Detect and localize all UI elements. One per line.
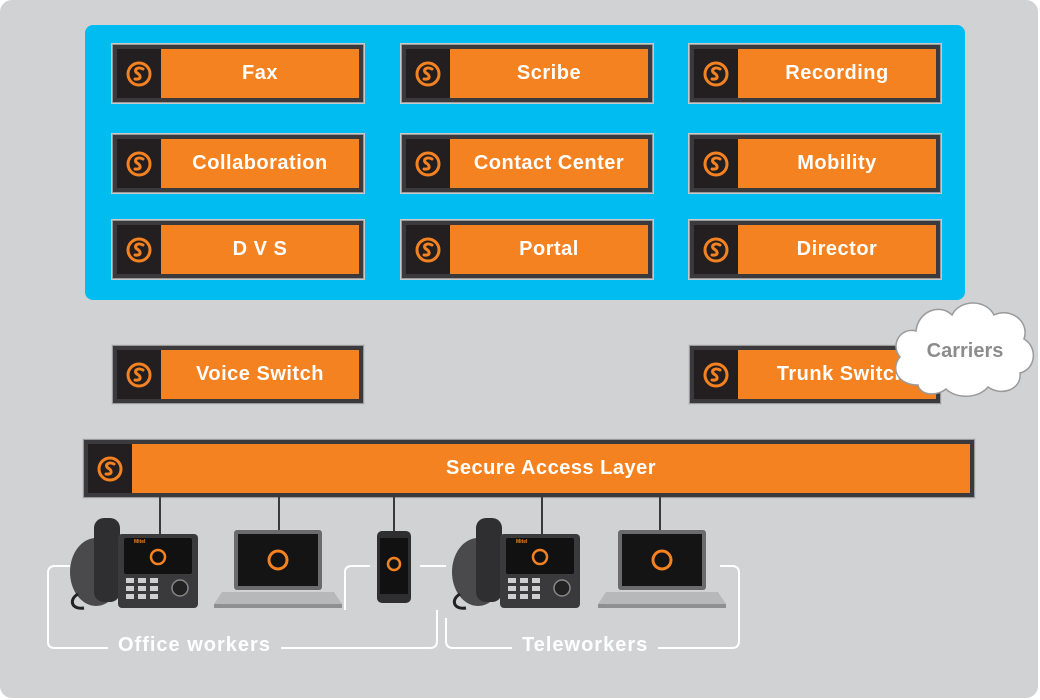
- module-portal: Portal: [401, 220, 653, 279]
- module-scribe: Scribe: [401, 44, 653, 103]
- module-label-bar: Mobility: [738, 139, 936, 188]
- laptop-icon: [598, 530, 726, 608]
- module-contact-center: Contact Center: [401, 134, 653, 193]
- swirl-logo-icon: [117, 49, 161, 98]
- module-label: Director: [796, 238, 878, 260]
- module-mobility: Mobility: [689, 134, 941, 193]
- module-label: Trunk Switch: [776, 363, 908, 385]
- module-label-bar: D V S: [161, 225, 359, 274]
- module-label-bar: Secure Access Layer: [132, 444, 970, 493]
- swirl-logo-icon: [694, 350, 738, 399]
- module-recording: Recording: [689, 44, 941, 103]
- connector-line: [659, 496, 661, 530]
- connector-line: [159, 496, 161, 536]
- desk-phone-icon: Mitel: [70, 518, 198, 610]
- swirl-logo-icon: [406, 49, 450, 98]
- module-label: Collaboration: [192, 152, 328, 174]
- swirl-logo-icon: [406, 139, 450, 188]
- module-label: D V S: [232, 238, 288, 260]
- desk-phone-icon: Mitel: [452, 518, 580, 610]
- laptop-icon: [214, 530, 342, 608]
- mobile-phone-icon: [377, 531, 411, 603]
- connector-line: [393, 496, 395, 532]
- swirl-logo-icon: [694, 225, 738, 274]
- module-label-bar: Fax: [161, 49, 359, 98]
- swirl-logo-icon: [117, 139, 161, 188]
- module-label-bar: Director: [738, 225, 936, 274]
- swirl-logo-icon: [694, 139, 738, 188]
- module-label-bar: Recording: [738, 49, 936, 98]
- module-label: Contact Center: [473, 152, 625, 174]
- module-fax: Fax: [112, 44, 364, 103]
- group-label-teleworkers: Teleworkers: [512, 634, 659, 657]
- carriers-label: Carriers: [926, 340, 1004, 362]
- connector-line: [278, 496, 280, 530]
- module-label: Scribe: [516, 62, 582, 84]
- phone-brand: Mitel: [134, 539, 146, 545]
- module-label: Secure Access Layer: [445, 457, 656, 479]
- module-director: Director: [689, 220, 941, 279]
- module-label-bar: Voice Switch: [161, 350, 359, 399]
- module-dvs: D V S: [112, 220, 364, 279]
- module-label: Portal: [519, 238, 579, 260]
- connector-line: [541, 496, 543, 536]
- module-collaboration: Collaboration: [112, 134, 364, 193]
- swirl-logo-icon: [117, 350, 161, 399]
- module-label-bar: Collaboration: [161, 139, 359, 188]
- swirl-logo-icon: [694, 49, 738, 98]
- module-label: Mobility: [797, 152, 877, 174]
- swirl-logo-icon: [88, 444, 132, 493]
- module-label-bar: Contact Center: [450, 139, 648, 188]
- carriers-cloud-icon: [895, 302, 1034, 397]
- module-label-bar: Scribe: [450, 49, 648, 98]
- phone-brand: Mitel: [516, 539, 528, 545]
- module-label: Voice Switch: [196, 363, 324, 385]
- swirl-logo-icon: [406, 225, 450, 274]
- module-secure-access-layer: Secure Access Layer: [83, 439, 975, 498]
- module-label: Fax: [242, 62, 278, 84]
- module-voice-switch: Voice Switch: [112, 345, 364, 404]
- group-label-office-workers: Office workers: [108, 634, 281, 657]
- module-label-bar: Portal: [450, 225, 648, 274]
- module-label: Recording: [785, 62, 889, 84]
- swirl-logo-icon: [117, 225, 161, 274]
